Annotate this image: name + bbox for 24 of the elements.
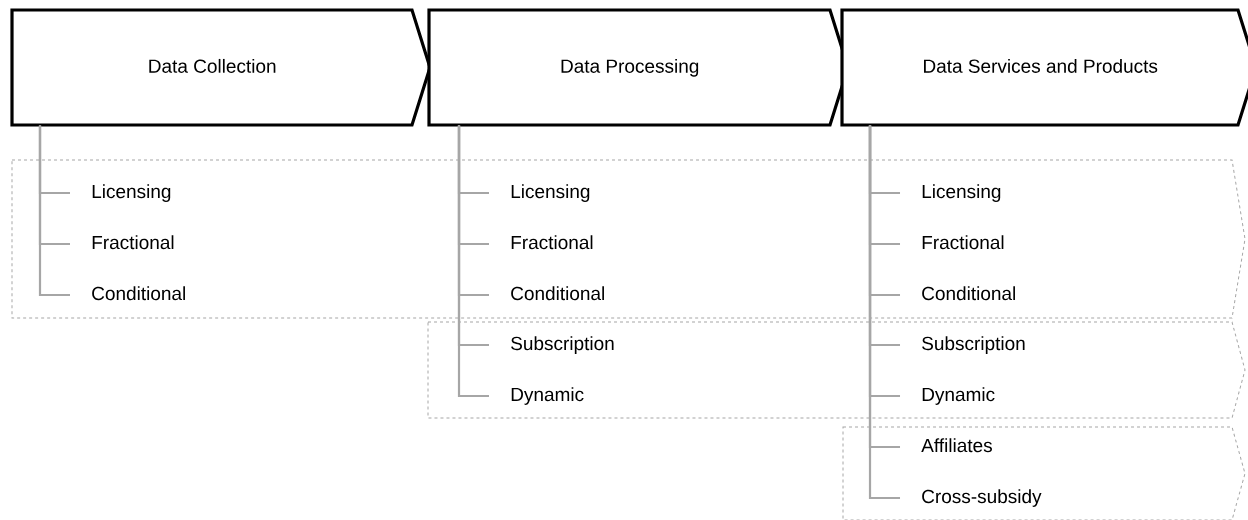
item-label: Fractional	[92, 235, 174, 250]
item-label: Conditional	[922, 286, 1015, 301]
item-label: Fractional	[511, 235, 593, 250]
connector-line	[38, 125, 70, 297]
item-label: Cross-subsidy	[922, 489, 1042, 507]
dashed-band	[11, 159, 1246, 319]
chevron-box: Data Processing	[427, 8, 850, 127]
item-label: Dynamic	[922, 387, 995, 405]
item-label: Licensing	[511, 184, 590, 202]
item-label: Affiliates	[921, 438, 992, 453]
item-label: Subscription	[511, 336, 614, 354]
item-label: Dynamic	[511, 387, 584, 405]
node-label: Data Processing	[561, 58, 699, 77]
dashed-band	[842, 426, 1246, 520]
item-label: Fractional	[922, 235, 1004, 250]
item-label: Licensing	[922, 184, 1001, 202]
item-label: Licensing	[92, 184, 171, 202]
item-label: Conditional	[511, 286, 604, 301]
dashed-band	[427, 321, 1246, 419]
chevron-box: Data Collection	[10, 8, 432, 127]
chevron-box: Data Services and Products	[840, 8, 1248, 127]
connector-line	[457, 125, 489, 398]
item-label: Subscription	[922, 336, 1025, 354]
item-label: Conditional	[92, 286, 185, 301]
